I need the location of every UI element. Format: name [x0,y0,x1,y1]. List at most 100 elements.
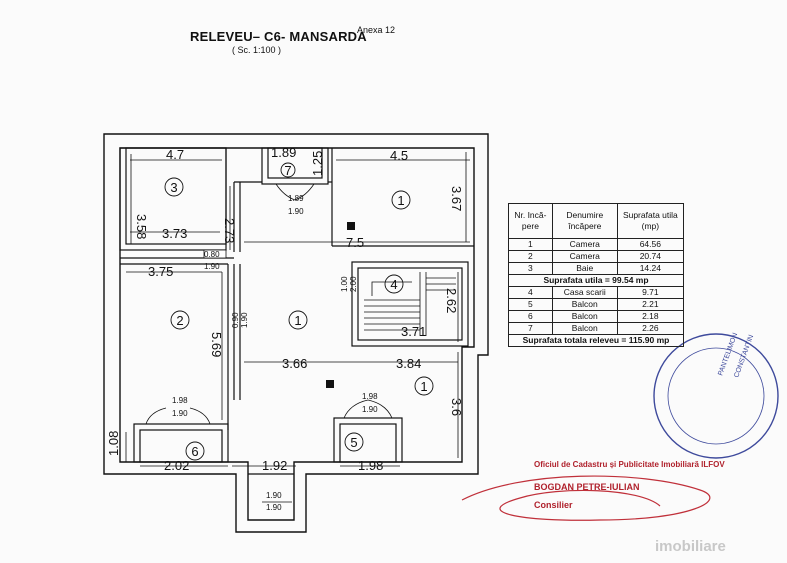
room-nr: 6 [508,310,553,323]
dim-3-84: 3.84 [396,356,421,371]
dim-3-66: 3.66 [282,356,307,371]
door-label: 0.90 [231,312,240,328]
room-name: Balcon [551,310,618,323]
room-area: 2.26 [616,322,685,335]
dim-2-73: 2.73 [222,218,237,243]
subtotal: Suprafata utila = 99.54 mp [508,274,684,287]
door-labels: 1.89 1.90 0.80 1.90 0.90 1.90 1.00 2.00 … [172,194,378,512]
watermark: imobiliare [655,538,726,555]
total: Suprafata totala releveu = 115.90 mp [508,334,684,347]
door-label: 1.90 [266,491,282,500]
room-circles [164,162,434,461]
room-nr: 5 [508,298,553,311]
room-name: Camera [551,238,618,251]
door-label: 1.90 [204,262,220,271]
stamp-office: Oficiul de Cadastru și Publicitate Imobi… [534,460,725,469]
table-row: 1 Camera 64.56 [508,238,685,251]
dim-1-25: 1.25 [310,151,325,176]
signature [461,475,711,521]
door-label: 1.90 [266,503,282,512]
subtotal-row: Suprafata utila = 99.54 mp [508,274,684,287]
room-area: 20.74 [616,250,685,263]
room-number-5: 5 [350,435,357,450]
plan-title: RELEVEU– C6- MANSARDA [190,29,367,44]
room-nr: 1 [508,238,553,251]
area-table: Nr. Incă-pere Denumire încăpere Suprafat… [508,203,685,347]
room-area: 2.18 [616,310,685,323]
room-nr: 4 [508,286,553,299]
room-number-7: 7 [284,163,291,178]
door-label: 2.00 [349,276,358,292]
room-number-4: 4 [390,277,397,292]
table-row: 6 Balcon 2.18 [508,310,685,323]
room-area: 2.21 [616,298,685,311]
dim-7-5: 7.5 [346,235,364,250]
door-swings [145,183,393,425]
room-nr: 7 [508,322,553,335]
door-label: 1.98 [172,396,188,405]
table-row: 3 Baie 14.24 [508,262,685,275]
dim-2-62: 2.62 [444,288,459,313]
room-name: Balcon [551,298,618,311]
table-row: 2 Camera 20.74 [508,250,685,263]
annex-label: Anexa 12 [357,25,396,35]
dim-3-6: 3.6 [449,398,464,416]
room-nr: 3 [508,262,553,275]
dim-1-92: 1.92 [262,458,287,473]
marker-square [347,222,355,230]
room-number-3: 3 [170,180,177,195]
room-number-2: 2 [176,313,183,328]
dim-4-7: 4.7 [166,147,184,162]
room-area: 14.24 [616,262,685,275]
door-label: 1.89 [288,194,304,203]
room-name: Camera [551,250,618,263]
dimension-labels: 4.7 1.89 1.25 4.5 3.58 3.67 2.73 3.73 7.… [106,145,464,473]
dim-3-71: 3.71 [401,324,426,339]
stairs [364,272,456,336]
door-label: 0.80 [204,250,220,259]
column-header: Denumire încăpere [551,203,618,239]
dim-1-89: 1.89 [271,145,296,160]
door-label: 1.90 [288,207,304,216]
door-label: 1.98 [362,392,378,401]
column-header: Nr. Incă-pere [508,203,553,239]
door-label: 1.90 [240,312,249,328]
column-header: Suprafata utila (mp) [616,203,685,239]
table-row: 5 Balcon 2.21 [508,298,685,311]
dim-4-5: 4.5 [390,148,408,163]
room-number-1: 1 [294,313,301,328]
room-area: 64.56 [616,238,685,251]
table-row: 4 Casa scarii 9.71 [508,286,685,299]
room-area: 9.71 [616,286,685,299]
room-name: Baie [551,262,618,275]
notary-seal: PANTELIMON CONSTANTIN [653,332,779,459]
dim-3-58: 3.58 [134,214,149,239]
table-row: 7 Balcon 2.26 [508,322,685,335]
stamp-role: Consilier [534,500,573,510]
plan-scale: ( Sc. 1:100 ) [232,45,282,55]
door-label: 1.90 [362,405,378,414]
dim-3-67: 3.67 [449,186,464,211]
room-number-1: 1 [397,193,404,208]
dim-1-98: 1.98 [358,458,383,473]
door-label: 1.90 [172,409,188,418]
total-row: Suprafata totala releveu = 115.90 mp [508,334,684,347]
interior-walls [119,147,474,475]
stamp-person: BOGDAN PETRE-IULIAN [534,482,640,492]
room-number-6: 6 [191,444,198,459]
dim-3-73: 3.73 [162,226,187,241]
marker-square [326,380,334,388]
dimension-lines [125,152,470,467]
room-name: Balcon [551,322,618,335]
room-nr: 2 [508,250,553,263]
room-number-1: 1 [420,379,427,394]
dim-1-08: 1.08 [106,431,121,456]
room-numbers: 3 7 1 2 1 4 1 5 6 [170,163,427,459]
dim-3-75: 3.75 [148,264,173,279]
dim-5-69: 5.69 [209,332,224,357]
door-label: 1.00 [340,276,349,292]
room-name: Casa scarii [551,286,618,299]
dim-2-02: 2.02 [164,458,189,473]
table-header-row: Nr. Incă-pere Denumire încăpere Suprafat… [508,203,685,239]
